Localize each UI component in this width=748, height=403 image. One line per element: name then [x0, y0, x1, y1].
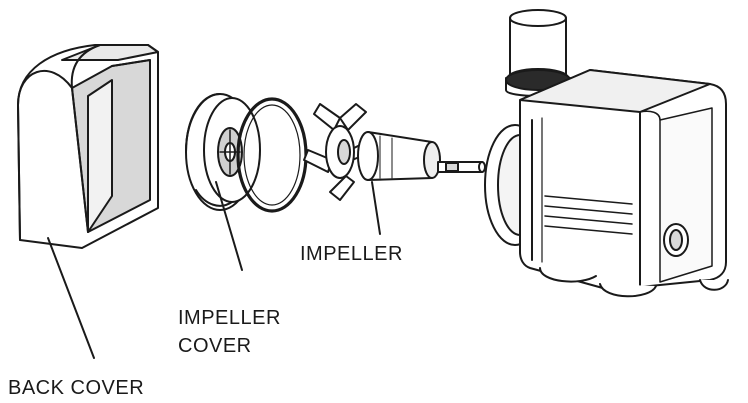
impeller-part [303, 103, 486, 201]
back-cover-callout-line [47, 237, 95, 359]
impeller-cover-label-line2: COVER [178, 335, 252, 357]
pump-body-part [484, 9, 729, 298]
impeller-cover-callout-line [215, 181, 243, 271]
callout-lines [47, 181, 381, 359]
impeller-label: IMPELLER [300, 243, 403, 265]
back-cover-label: BACK COVER [8, 377, 145, 399]
impeller-cover-label-line1: IMPELLER [178, 307, 281, 329]
back-cover-part [17, 44, 159, 249]
impeller-callout-line [371, 181, 381, 235]
